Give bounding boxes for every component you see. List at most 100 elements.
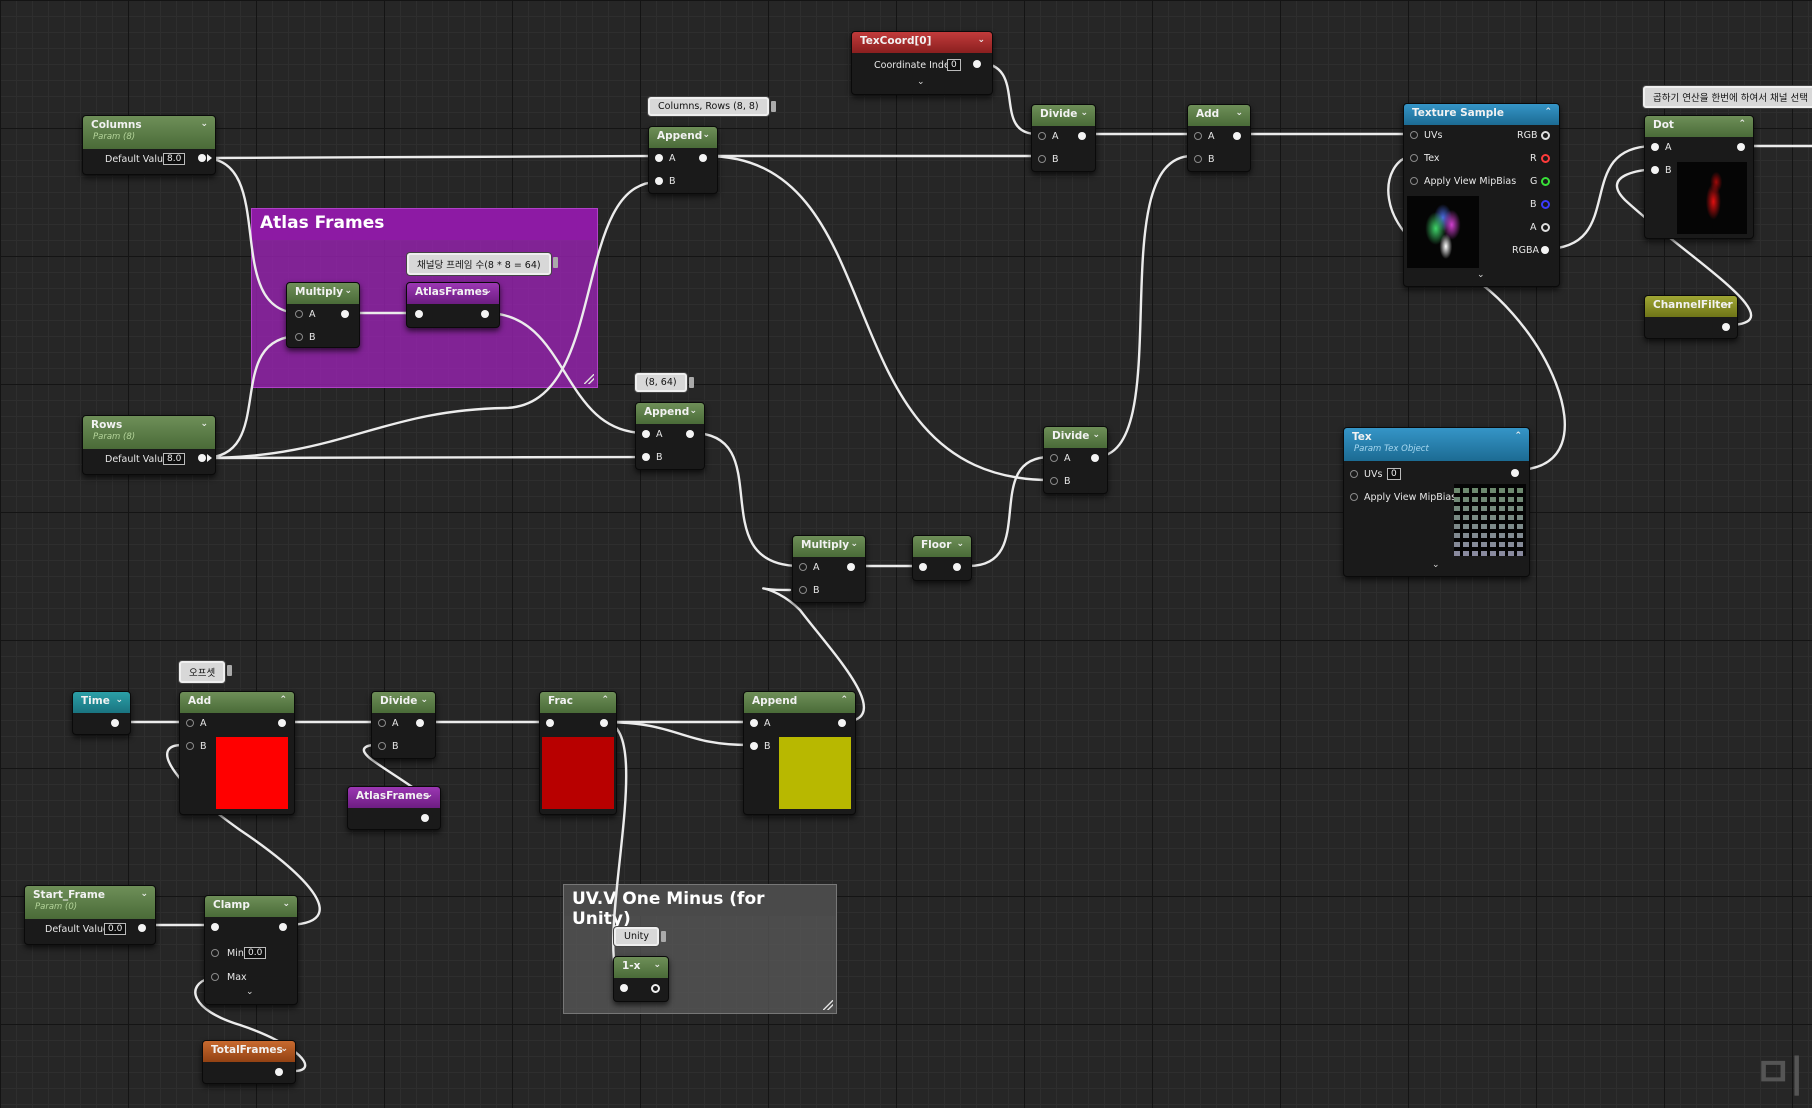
output-pin[interactable] xyxy=(481,310,489,318)
output-pin[interactable] xyxy=(278,719,286,727)
input-pin-b[interactable] xyxy=(1038,155,1046,163)
chevron-down-icon[interactable]: ⌄ xyxy=(1477,270,1485,280)
input-pin-b[interactable] xyxy=(750,742,758,750)
input-pin-b[interactable] xyxy=(186,742,194,750)
node-header[interactable]: Floor⌄ xyxy=(913,536,971,557)
coordinate-index-input[interactable]: 0 xyxy=(947,59,961,71)
output-pin[interactable] xyxy=(651,984,660,993)
chevron-down-icon[interactable]: ⌄ xyxy=(140,889,148,899)
chevron-up-icon[interactable]: ⌃ xyxy=(840,695,848,705)
node-header[interactable]: Multiply⌄ xyxy=(793,536,865,557)
chevron-up-icon[interactable]: ⌃ xyxy=(601,695,609,705)
node-header[interactable]: AtlasFrames⌄ xyxy=(407,283,499,304)
output-pin-rgb[interactable] xyxy=(1541,131,1550,140)
chevron-down-icon[interactable]: ⌄ xyxy=(653,960,661,970)
chevron-down-icon[interactable]: ⌄ xyxy=(246,987,254,997)
node-header[interactable]: Add⌃ xyxy=(180,692,294,713)
input-pin-a[interactable] xyxy=(1038,132,1046,140)
node-multiply-atlas[interactable]: Multiply⌄ A B xyxy=(286,282,360,348)
output-pin[interactable] xyxy=(686,430,694,438)
node-time[interactable]: Time⌄ xyxy=(72,691,131,735)
input-pin-b[interactable] xyxy=(642,453,650,461)
node-add-top[interactable]: Add⌄ A B xyxy=(1187,104,1251,172)
input-pin-b[interactable] xyxy=(1194,155,1202,163)
output-pin[interactable] xyxy=(198,454,206,462)
output-pin[interactable] xyxy=(600,719,608,727)
uvs-input[interactable]: 0 xyxy=(1387,468,1401,480)
node-atlasframes-declaration[interactable]: AtlasFrames⌄ xyxy=(406,282,500,328)
chevron-down-icon[interactable]: ⌄ xyxy=(1432,560,1440,570)
output-pin[interactable] xyxy=(838,719,846,727)
chevron-down-icon[interactable]: ⌄ xyxy=(425,790,433,800)
resize-handle-icon[interactable] xyxy=(584,374,594,384)
input-pin[interactable] xyxy=(919,563,927,571)
node-append-bottom[interactable]: Append⌃ A B xyxy=(743,691,856,815)
chevron-down-icon[interactable]: ⌄ xyxy=(1092,430,1100,440)
output-pin[interactable] xyxy=(275,1068,283,1076)
input-pin-mip[interactable] xyxy=(1410,177,1418,185)
input-pin-tex[interactable] xyxy=(1410,154,1418,162)
input-pin-a[interactable] xyxy=(186,719,194,727)
node-header[interactable]: TotalFrames⌄ xyxy=(203,1041,295,1062)
output-pin-rgba[interactable] xyxy=(1541,246,1549,254)
input-pin-b[interactable] xyxy=(295,333,303,341)
chevron-down-icon[interactable]: ⌄ xyxy=(689,406,697,416)
chevron-down-icon[interactable]: ⌄ xyxy=(115,695,123,705)
node-header[interactable]: Append⌃ xyxy=(744,692,855,713)
chevron-down-icon[interactable]: ⌄ xyxy=(956,539,964,549)
output-pin[interactable] xyxy=(847,563,855,571)
node-floor[interactable]: Floor⌄ xyxy=(912,535,972,581)
input-pin-max[interactable] xyxy=(211,973,219,981)
output-pin[interactable] xyxy=(699,154,707,162)
output-pin[interactable] xyxy=(198,154,206,162)
comment-uvv-one-minus[interactable]: UV.V One Minus (for Unity) xyxy=(563,884,837,1014)
output-pin-g[interactable] xyxy=(1541,177,1550,186)
default-value-input[interactable]: 0.0 xyxy=(104,923,127,935)
chevron-down-icon[interactable]: ⌄ xyxy=(702,130,710,140)
output-pin[interactable] xyxy=(416,719,424,727)
comment-bubble-dot-select[interactable]: 곱하기 연산을 한번에 하여서 채널 선택 xyxy=(1643,86,1812,108)
node-header[interactable]: Frac⌃ xyxy=(540,692,616,713)
default-value-input[interactable]: 8.0 xyxy=(163,453,186,465)
input-pin-a[interactable] xyxy=(1050,454,1058,462)
chevron-down-icon[interactable]: ⌄ xyxy=(280,1044,288,1054)
node-atlasframes-usage[interactable]: AtlasFrames⌄ xyxy=(347,786,441,830)
chevron-down-icon[interactable]: ⌄ xyxy=(977,35,985,45)
node-add-bottom[interactable]: Add⌃ A B xyxy=(179,691,295,815)
node-header[interactable]: AtlasFrames⌄ xyxy=(348,787,440,808)
input-pin-mip[interactable] xyxy=(1350,493,1358,501)
node-texture-sample[interactable]: Texture Sample⌃ UVs Tex Apply View MipBi… xyxy=(1403,103,1560,287)
node-channel-filter[interactable]: ChannelFilter⌄ xyxy=(1644,295,1738,339)
chevron-down-icon[interactable]: ⌄ xyxy=(850,539,858,549)
input-pin-b[interactable] xyxy=(1050,477,1058,485)
node-dot[interactable]: Dot⌃ A B xyxy=(1644,115,1754,239)
input-pin-a[interactable] xyxy=(799,563,807,571)
comment-title[interactable]: Atlas Frames xyxy=(252,209,597,240)
chevron-down-icon[interactable]: ⌄ xyxy=(1235,108,1243,118)
input-pin[interactable] xyxy=(211,923,219,931)
input-pin-a[interactable] xyxy=(750,719,758,727)
node-one-minus[interactable]: 1-x⌄ xyxy=(613,956,669,1002)
node-header[interactable]: Append⌄ xyxy=(636,403,704,424)
input-pin-a[interactable] xyxy=(378,719,386,727)
chevron-down-icon[interactable]: ⌄ xyxy=(1080,108,1088,118)
node-header[interactable]: Clamp⌄ xyxy=(205,896,297,917)
node-header[interactable]: Divide⌄ xyxy=(372,692,435,713)
node-header[interactable]: Divide⌄ xyxy=(1044,427,1107,448)
chevron-up-icon[interactable]: ⌃ xyxy=(1514,431,1522,441)
input-pin[interactable] xyxy=(415,310,423,318)
chevron-down-icon[interactable]: ⌄ xyxy=(200,119,208,129)
output-pin[interactable] xyxy=(1511,469,1519,477)
output-pin-a[interactable] xyxy=(1541,223,1550,232)
node-header[interactable]: Dot⌃ xyxy=(1645,116,1753,137)
default-value-input[interactable]: 8.0 xyxy=(163,153,186,165)
chevron-up-icon[interactable]: ⌃ xyxy=(1738,119,1746,129)
output-pin[interactable] xyxy=(341,310,349,318)
node-header[interactable]: Divide⌄ xyxy=(1032,105,1095,126)
